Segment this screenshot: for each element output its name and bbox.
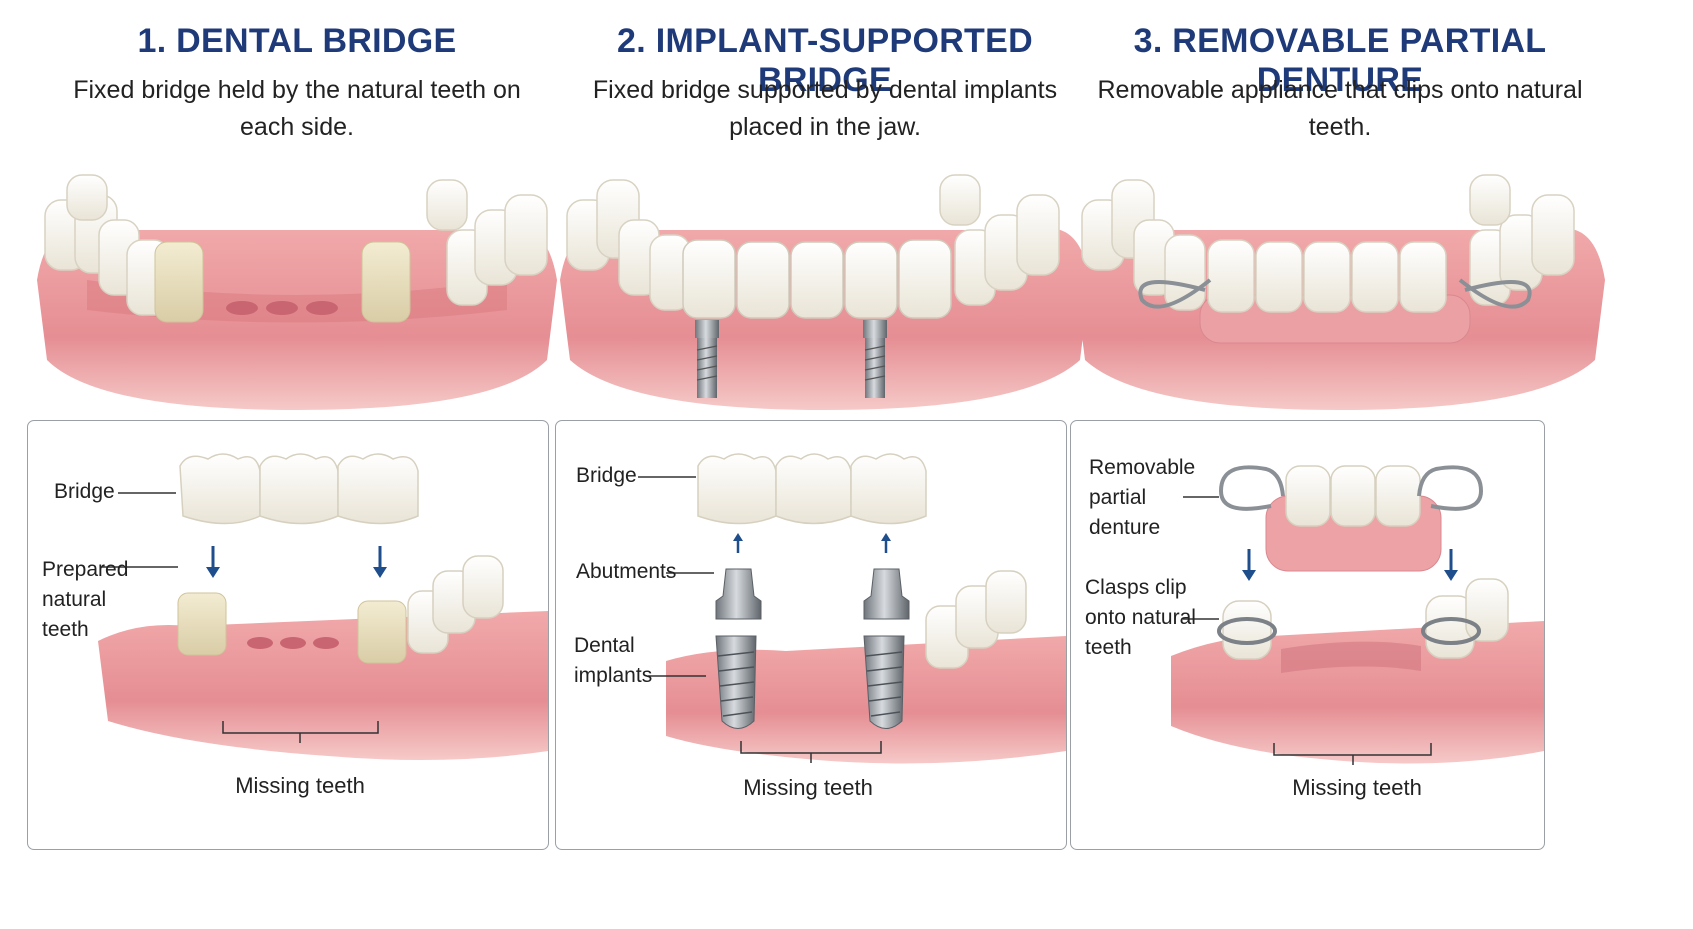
label-abutments: Abutments (576, 560, 677, 583)
section-subtitle: Removable appliance that clips onto natu… (1097, 76, 1583, 141)
section-title: 2. IMPLANT-SUPPORTED BRIDGE (617, 22, 1033, 99)
detail-panel: Removable partial denture Clasps clip on… (1070, 420, 1545, 850)
label-dental-implants: Dental implants (574, 634, 653, 687)
section-title: 3. REMOVABLE PARTIAL DENTURE (1133, 22, 1547, 99)
label-missing-teeth: Missing teeth (1292, 775, 1422, 800)
label-clasps: Clasps clip onto natural teeth (1085, 576, 1196, 659)
column-partial-denture: 3. REMOVABLE PARTIAL DENTURE Removable a… (1070, 0, 1610, 929)
implant-detail-diagram (638, 453, 1066, 764)
label-missing-teeth: Missing teeth (235, 773, 365, 798)
column-implant-bridge: 2. IMPLANT-SUPPORTED BRIDGE Fixed bridge… (555, 0, 1095, 929)
section-title: 1. DENTAL BRIDGE (137, 22, 457, 60)
detail-panel: Bridge Prepared natural teeth Missing te… (27, 420, 549, 850)
label-missing-teeth: Missing teeth (743, 775, 873, 800)
label-prepared-teeth: Prepared natural teeth (42, 558, 129, 641)
label-bridge: Bridge (576, 464, 637, 487)
column-dental-bridge: 1. DENTAL BRIDGE Fixed bridge held by th… (27, 0, 567, 929)
denture-detail-diagram (1171, 465, 1544, 765)
jaw-illustration-denture (1075, 174, 1605, 410)
label-removable-partial-denture: Removable partial denture (1089, 456, 1196, 539)
section-subtitle: Fixed bridge held by the natural teeth o… (73, 76, 521, 141)
label-bridge: Bridge (54, 480, 115, 503)
detail-panel: Bridge Abutments Dental implants Missing… (555, 420, 1067, 850)
section-subtitle: Fixed bridge supported by dental implant… (592, 76, 1058, 141)
jaw-illustration-implant (560, 174, 1090, 410)
jaw-illustration-bridge (37, 174, 557, 410)
bridge-detail-diagram (98, 453, 548, 760)
